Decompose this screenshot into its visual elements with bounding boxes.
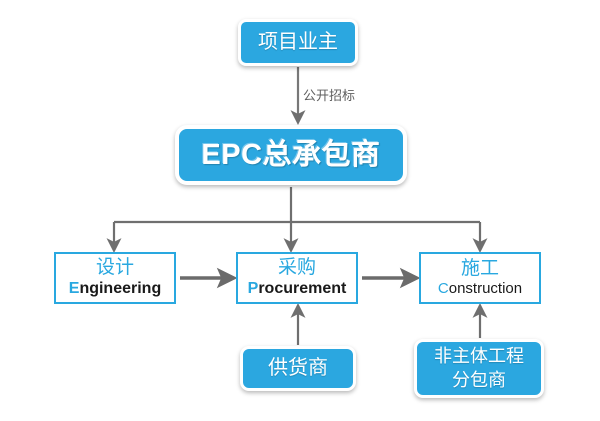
node-project-owner[interactable]: 项目业主 xyxy=(238,19,358,66)
node-engineering[interactable]: 设计 Engineering xyxy=(54,252,176,304)
node-procurement-en-lead: P xyxy=(247,280,259,298)
node-construction-cn-label: 施工 xyxy=(460,257,499,279)
node-procurement-cn-label: 采购 xyxy=(277,257,316,279)
edge-label-public-tender: 公开招标 xyxy=(303,88,356,103)
node-construction-en-rest: onstruction xyxy=(448,279,523,297)
node-construction-en-lead: C xyxy=(437,279,449,297)
node-engineering-cn-label: 设计 xyxy=(95,257,134,279)
node-engineering-en-lead: E xyxy=(68,280,80,298)
node-engineering-en-label: Engineering xyxy=(69,280,161,298)
node-epc-general-contractor[interactable]: EPC总承包商 xyxy=(175,125,407,185)
node-supplier[interactable]: 供货商 xyxy=(240,346,356,391)
node-procurement-en-label: Procurement xyxy=(248,280,347,298)
node-procurement[interactable]: 采购 Procurement xyxy=(236,252,358,304)
node-construction[interactable]: 施工 Construction xyxy=(419,252,541,304)
node-construction-en-label: Construction xyxy=(437,279,523,298)
node-procurement-en-rest: rocurement xyxy=(258,280,347,298)
node-engineering-en-rest: ngineering xyxy=(79,280,162,298)
node-subcontractor[interactable]: 非主体工程 分包商 xyxy=(414,339,544,398)
